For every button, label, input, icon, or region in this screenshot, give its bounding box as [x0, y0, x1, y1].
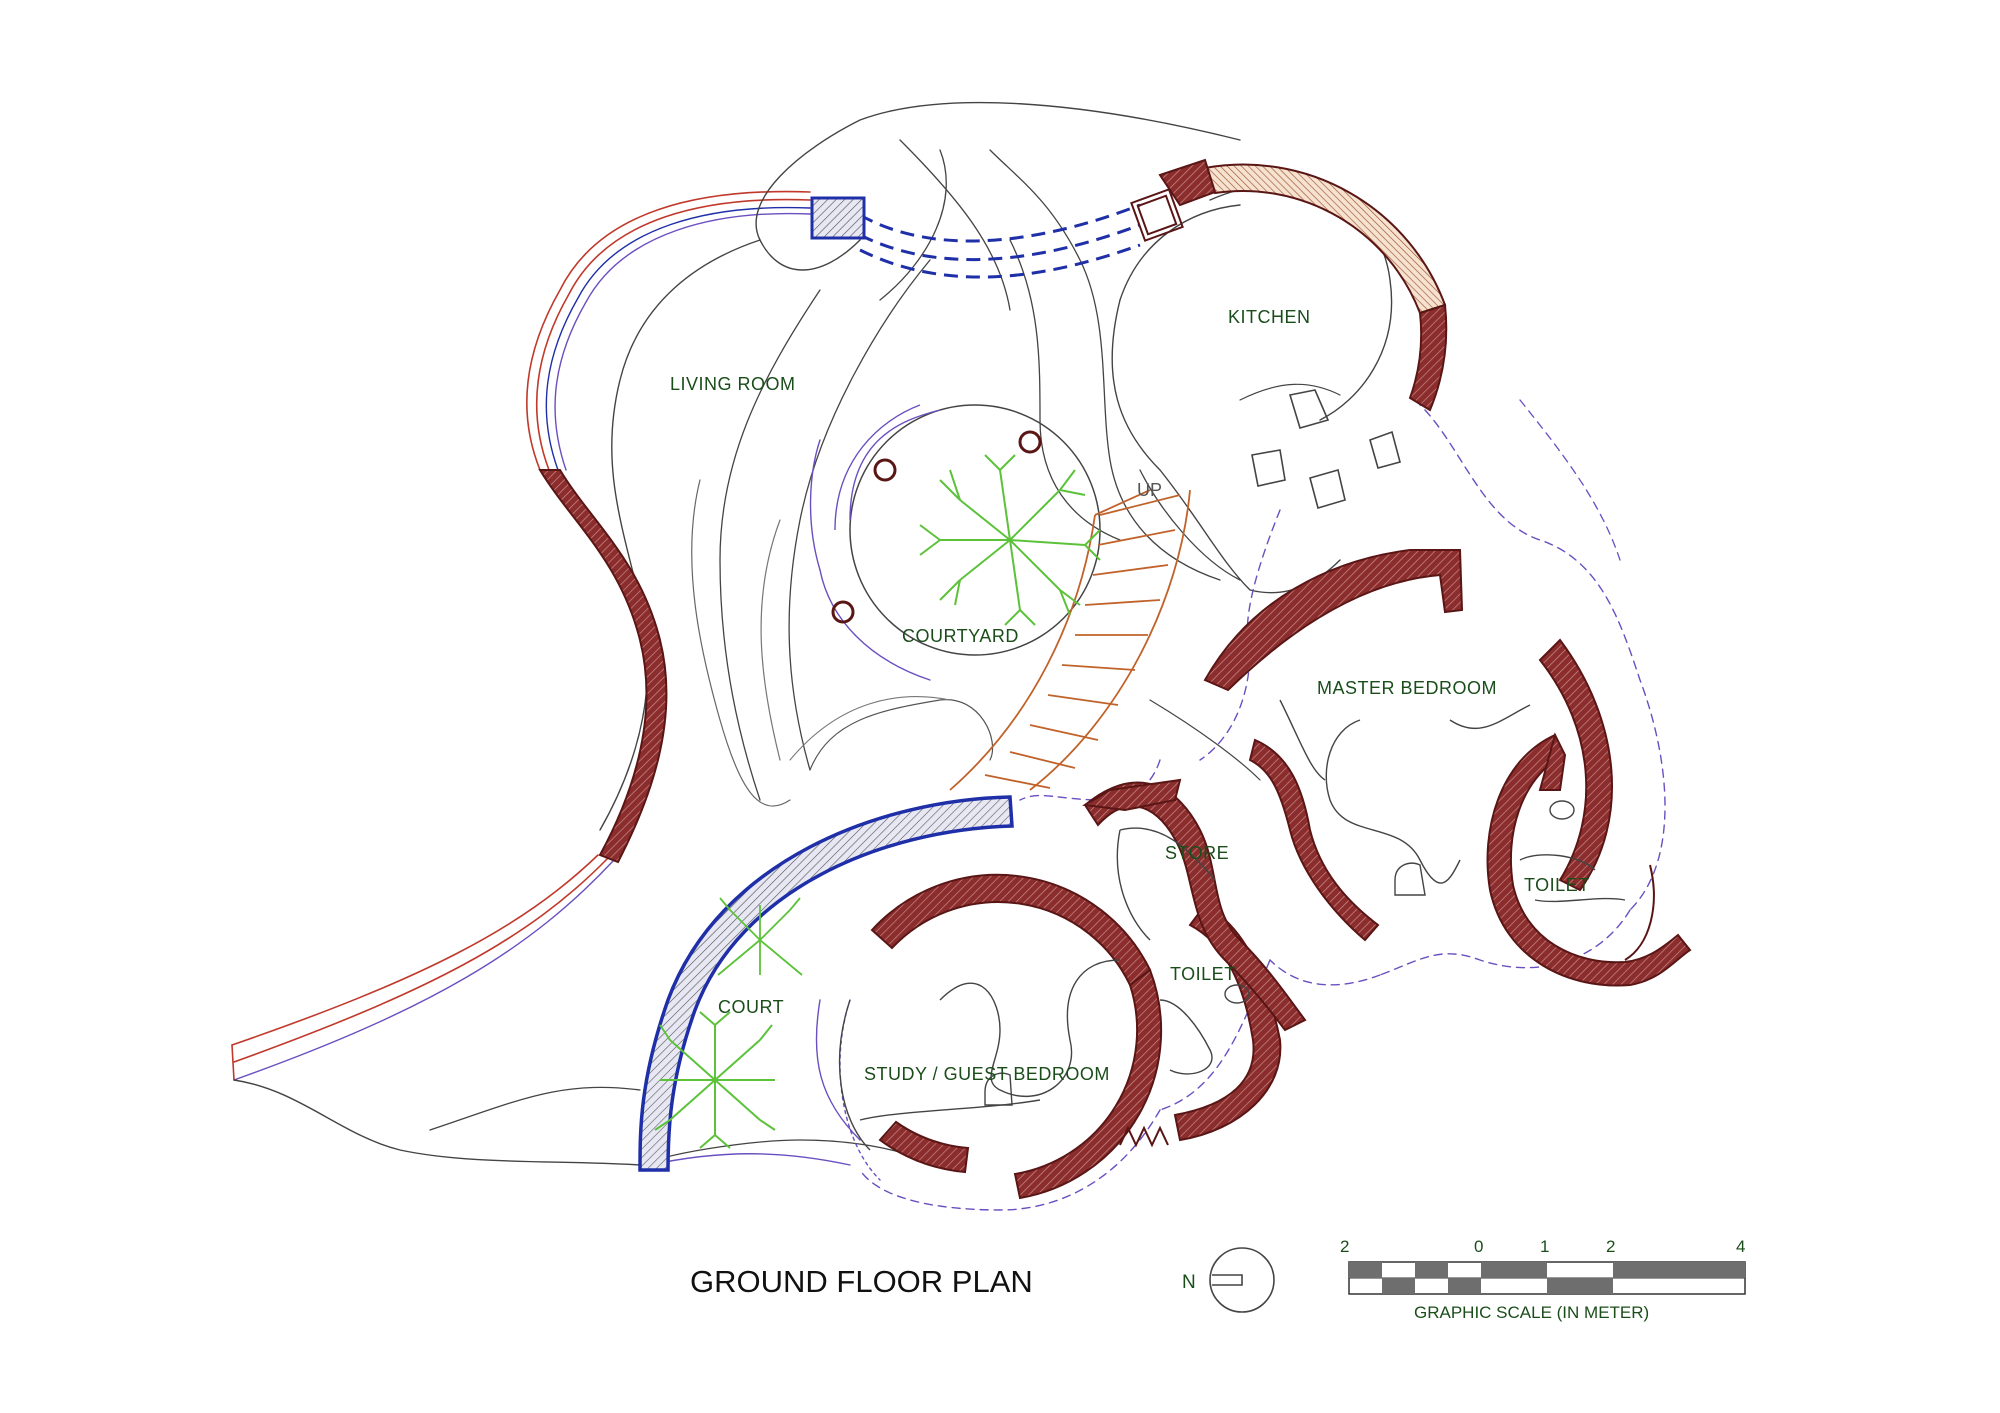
scale-tick: 2 [1606, 1237, 1615, 1256]
label-kitchen: KITCHEN [1228, 307, 1311, 327]
living-west-wall [538, 469, 668, 864]
north-label: N [1182, 1272, 1196, 1293]
staircase [949, 489, 1191, 791]
court-blue-wall [638, 795, 1014, 1172]
plan-title: GROUND FLOOR PLAN [690, 1264, 1033, 1299]
guest-toilet-fixture [1119, 984, 1250, 1148]
scale-tick: 2 [1340, 1237, 1349, 1256]
label-court: COURT [718, 997, 784, 1017]
north-arrow: N [1182, 1247, 1275, 1313]
tree-court-top [717, 897, 803, 976]
label-study-guest-bedroom: STUDY / GUEST BEDROOM [864, 1064, 1110, 1084]
master-toilet-walls [1486, 732, 1692, 987]
blue-wall-block [810, 196, 866, 240]
column-circle [873, 458, 897, 482]
scale-tick: 4 [1736, 1237, 1745, 1256]
room-labels: LIVING ROOM KITCHEN COURTYARD UP MASTER … [670, 307, 1590, 1084]
scale-caption: GRAPHIC SCALE (IN METER) [1414, 1303, 1649, 1322]
study-room-walls [870, 873, 1163, 1200]
master-toilet-fixture [1519, 800, 1626, 903]
graphic-scale: 2 0 1 2 4 GRAPHIC SCALE (IN METER) [1340, 1237, 1746, 1322]
column-circle [1018, 430, 1042, 454]
column-circle [831, 600, 855, 624]
store-interior [1116, 827, 1216, 941]
site-outlines [231, 101, 1666, 1211]
courtyard [831, 404, 1101, 656]
label-up: UP [1137, 480, 1162, 500]
scale-tick: 1 [1540, 1237, 1549, 1256]
master-bedroom-interior [1279, 699, 1531, 896]
label-toilet-master: TOILET [1524, 875, 1590, 895]
kitchen-wall [1130, 158, 1448, 412]
blue-dashed-beams [859, 203, 1141, 279]
label-courtyard: COURTYARD [902, 626, 1019, 646]
label-store: STORE [1165, 843, 1229, 863]
tree-courtyard [919, 454, 1101, 626]
north-arrow-icon [1209, 1247, 1275, 1313]
study-interior [838, 959, 1121, 1151]
kitchen-chairs [1251, 389, 1401, 510]
label-toilet-guest: TOILET [1170, 964, 1236, 984]
master-bedroom-walls [1203, 549, 1613, 942]
label-living-room: LIVING ROOM [670, 374, 796, 394]
scale-tick: 0 [1474, 1237, 1483, 1256]
label-master-bedroom: MASTER BEDROOM [1317, 678, 1497, 698]
tree-court-bottom [654, 1011, 776, 1149]
store-walls [1082, 778, 1307, 1032]
